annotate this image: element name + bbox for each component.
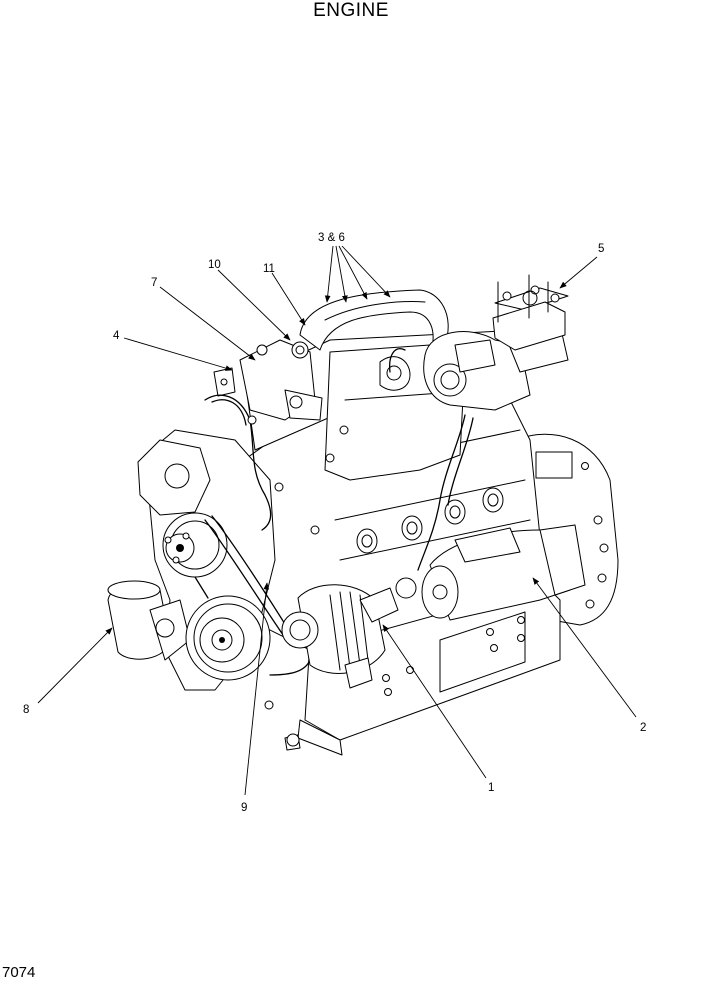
bolts xyxy=(247,415,320,747)
crankshaft-pulley xyxy=(185,595,271,681)
exhaust-flange xyxy=(492,274,569,351)
callout-11: 11 xyxy=(263,263,275,275)
callout-4: 4 xyxy=(113,330,120,342)
pipes xyxy=(204,348,474,571)
page-code: 7074 xyxy=(2,964,36,981)
callout-8: 8 xyxy=(23,704,29,716)
thermostat-housing xyxy=(213,339,323,421)
callout-7: 7 xyxy=(151,277,157,289)
callout-labels: 3 & 6 5 10 11 7 4 8 2 1 9 xyxy=(23,232,646,814)
callout-2: 2 xyxy=(640,722,646,734)
callout-leaders xyxy=(37,245,637,796)
callout-1: 1 xyxy=(488,782,494,794)
callout-10: 10 xyxy=(208,259,221,271)
callout-5: 5 xyxy=(598,243,604,255)
engine-illustration xyxy=(107,274,619,756)
callout-3-6: 3 & 6 xyxy=(318,232,345,244)
callout-9: 9 xyxy=(241,802,247,814)
starter-motor xyxy=(395,524,586,621)
oil-filter xyxy=(107,580,191,661)
alternator xyxy=(281,584,399,689)
page-title: ENGINE xyxy=(313,0,389,21)
